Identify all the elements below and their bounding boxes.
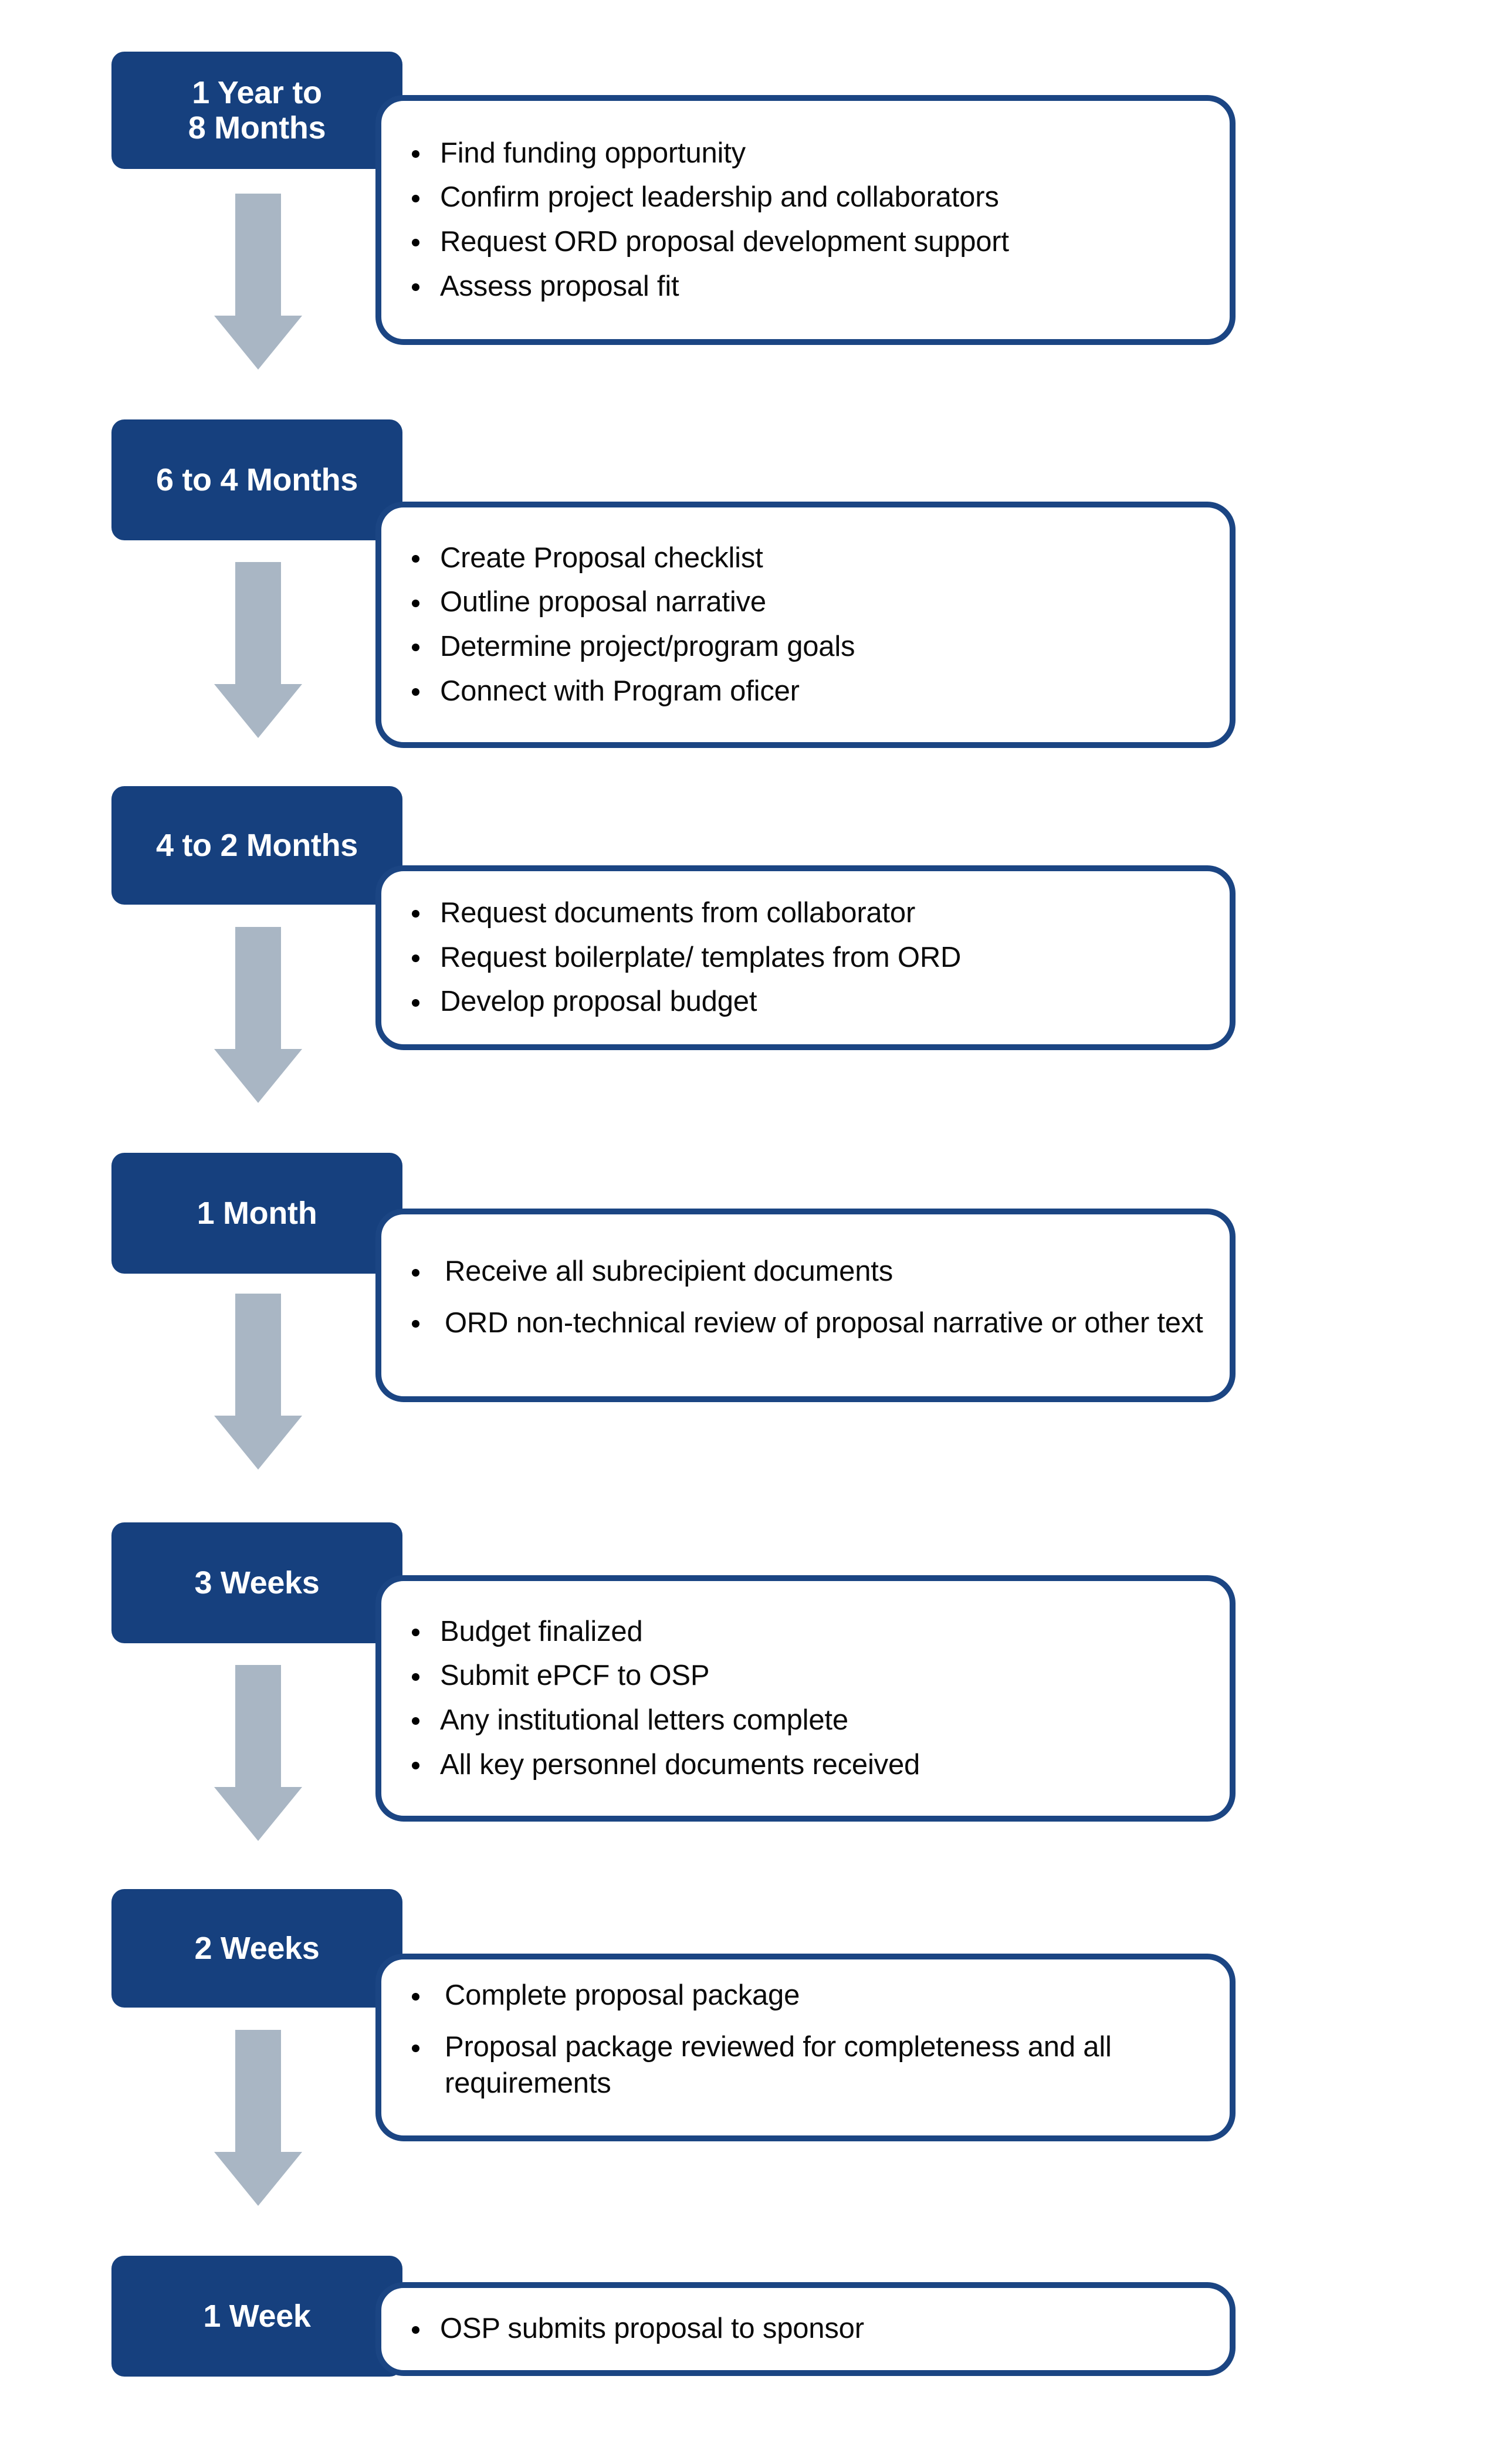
list-item: ORD non-technical review of proposal nar… (408, 1305, 1206, 1342)
arrow-head (214, 1787, 302, 1841)
bullet-dot-icon (412, 688, 419, 696)
bullet-list-step-1: Find funding opportunity Confirm project… (381, 136, 1230, 305)
list-item: Find funding opportunity (407, 136, 1206, 172)
arrow-shaft (235, 194, 281, 316)
list-item: All key personnel documents received (407, 1747, 1206, 1783)
bullet-dot-icon (412, 1762, 419, 1770)
flow-arrow-5 (214, 1665, 302, 1841)
flow-arrow-1 (214, 194, 302, 370)
time-label-step-1: 1 Year to 8 Months (188, 75, 326, 145)
arrow-head (214, 1416, 302, 1470)
bullet-list-step-6: Complete proposal package Proposal packa… (381, 1978, 1230, 2117)
arrow-shaft (235, 927, 281, 1049)
content-card-step-4: Receive all subrecipient documents ORD n… (375, 1209, 1236, 1402)
arrow-head (214, 1049, 302, 1103)
content-card-step-7: OSP submits proposal to sponsor (375, 2282, 1236, 2376)
arrow-head (214, 684, 302, 738)
bullet-list-step-5: Budget finalized Submit ePCF to OSP Any … (381, 1614, 1230, 1783)
bullet-dot-icon (412, 239, 419, 247)
bullet-dot-icon (412, 999, 419, 1007)
flow-arrow-2 (214, 562, 302, 738)
time-box-step-6[interactable]: 2 Weeks (111, 1889, 402, 2008)
list-item: Connect with Program oficer (407, 673, 1206, 710)
list-item: Outline proposal narrative (407, 584, 1206, 621)
bullet-list-step-7: OSP submits proposal to sponsor (381, 2311, 1230, 2347)
time-box-step-3[interactable]: 4 to 2 Months (111, 786, 402, 905)
bullet-dot-icon (412, 955, 419, 963)
arrow-head (214, 2152, 302, 2206)
bullet-dot-icon (412, 150, 419, 158)
list-item: Complete proposal package (408, 1978, 1206, 2014)
content-card-step-3: Request documents from collaborator Requ… (375, 865, 1236, 1050)
time-box-step-4[interactable]: 1 Month (111, 1153, 402, 1274)
bullet-dot-icon (412, 1268, 419, 1277)
arrow-head (214, 316, 302, 370)
flow-arrow-4 (214, 1294, 302, 1470)
bullet-dot-icon (412, 1320, 419, 1328)
bullet-dot-icon (412, 1629, 419, 1636)
time-label-step-2: 6 to 4 Months (155, 462, 358, 497)
bullet-list-step-4: Receive all subrecipient documents ORD n… (381, 1254, 1230, 1356)
time-label-step-5: 3 Weeks (194, 1565, 320, 1600)
time-label-step-3: 4 to 2 Months (155, 827, 358, 863)
bullet-list-step-2: Create Proposal checklist Outline propos… (381, 540, 1230, 710)
bullet-dot-icon (412, 1673, 419, 1681)
bullet-dot-icon (412, 194, 419, 202)
list-item: Any institutional letters complete (407, 1703, 1206, 1739)
list-item: Create Proposal checklist (407, 540, 1206, 577)
list-item: Budget finalized (407, 1614, 1206, 1650)
list-item: Develop proposal budget (407, 984, 1206, 1020)
arrow-shaft (235, 1294, 281, 1416)
list-item: Request documents from collaborator (407, 895, 1206, 932)
bullet-dot-icon (412, 555, 419, 563)
bullet-dot-icon (412, 599, 419, 607)
bullet-list-step-3: Request documents from collaborator Requ… (381, 895, 1230, 1020)
content-card-step-5: Budget finalized Submit ePCF to OSP Any … (375, 1575, 1236, 1822)
bullet-dot-icon (412, 1717, 419, 1725)
list-item: Confirm project leadership and collabora… (407, 180, 1206, 216)
flow-arrow-3 (214, 927, 302, 1103)
arrow-shaft (235, 562, 281, 684)
arrow-shaft (235, 2030, 281, 2152)
arrow-shaft (235, 1665, 281, 1787)
bullet-dot-icon (412, 283, 419, 292)
list-item: OSP submits proposal to sponsor (407, 2311, 1206, 2347)
list-item: Proposal package reviewed for completene… (408, 2029, 1206, 2101)
bullet-dot-icon (412, 644, 419, 652)
content-card-step-1: Find funding opportunity Confirm project… (375, 95, 1236, 345)
time-box-step-2[interactable]: 6 to 4 Months (111, 419, 402, 540)
time-box-step-7[interactable]: 1 Week (111, 2256, 402, 2377)
content-card-step-6: Complete proposal package Proposal packa… (375, 1954, 1236, 2141)
bullet-dot-icon (412, 2044, 419, 2052)
bullet-dot-icon (412, 910, 419, 918)
list-item: Receive all subrecipient documents (408, 1254, 1206, 1290)
content-card-step-2: Create Proposal checklist Outline propos… (375, 502, 1236, 748)
time-label-step-4: 1 Month (197, 1195, 317, 1231)
time-label-step-7: 1 Week (203, 2298, 311, 2334)
time-box-step-1[interactable]: 1 Year to 8 Months (111, 52, 402, 169)
list-item: Request boilerplate/ templates from ORD (407, 940, 1206, 976)
list-item: Assess proposal fit (407, 269, 1206, 305)
list-item: Submit ePCF to OSP (407, 1658, 1206, 1694)
time-box-step-5[interactable]: 3 Weeks (111, 1522, 402, 1643)
list-item: Determine project/program goals (407, 629, 1206, 665)
bullet-dot-icon (412, 1992, 419, 2001)
bullet-dot-icon (412, 2326, 419, 2334)
flow-arrow-6 (214, 2030, 302, 2206)
time-label-step-6: 2 Weeks (194, 1930, 320, 1966)
list-item: Request ORD proposal development support (407, 224, 1206, 260)
